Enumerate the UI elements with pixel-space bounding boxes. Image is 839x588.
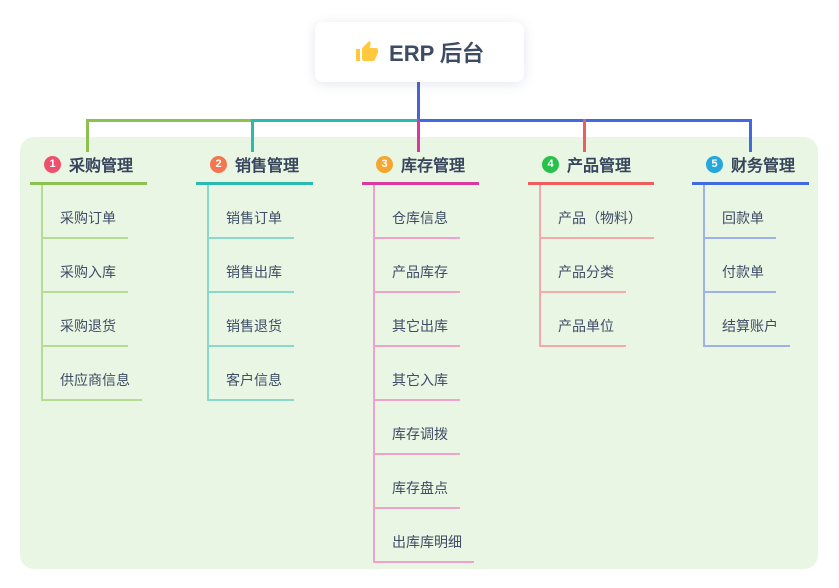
connector-line bbox=[417, 82, 420, 122]
child-node[interactable]: 产品库存 bbox=[375, 239, 460, 293]
child-node[interactable]: 销售订单 bbox=[209, 185, 294, 239]
branch-number-badge: 2 bbox=[210, 155, 227, 173]
thumbs-up-icon bbox=[355, 40, 379, 64]
root-node[interactable]: ERP 后台 bbox=[315, 22, 524, 82]
connector-line bbox=[252, 119, 419, 122]
branch-title: 采购管理 bbox=[69, 158, 134, 175]
branch-children: 产品（物料）产品分类产品单位 bbox=[539, 185, 654, 347]
branch-children: 仓库信息产品库存其它出库其它入库库存调拨库存盘点出库库明细 bbox=[373, 185, 474, 563]
connector-line bbox=[417, 119, 420, 152]
branch-采购管理: 1 采购管理采购订单采购入库采购退货供应商信息 bbox=[30, 150, 148, 401]
child-node[interactable]: 产品单位 bbox=[541, 293, 626, 347]
child-node[interactable]: 采购退货 bbox=[43, 293, 128, 347]
connector-line bbox=[86, 119, 254, 122]
child-node[interactable]: 其它出库 bbox=[375, 293, 460, 347]
child-node[interactable]: 其它入库 bbox=[375, 347, 460, 401]
branches-panel bbox=[20, 137, 818, 569]
branch-销售管理: 2 销售管理销售订单销售出库销售退货客户信息 bbox=[196, 150, 314, 401]
connector-line bbox=[251, 119, 254, 152]
branch-header-产品管理[interactable]: 4 产品管理 bbox=[528, 150, 654, 185]
child-node[interactable]: 库存盘点 bbox=[375, 455, 460, 509]
branch-title: 财务管理 bbox=[731, 158, 796, 175]
child-node[interactable]: 销售退货 bbox=[209, 293, 294, 347]
root-title: ERP 后台 bbox=[389, 41, 484, 66]
child-node[interactable]: 回款单 bbox=[705, 185, 776, 239]
branch-children: 采购订单采购入库采购退货供应商信息 bbox=[41, 185, 142, 401]
branch-title: 产品管理 bbox=[567, 158, 632, 175]
child-node[interactable]: 出库库明细 bbox=[375, 509, 474, 563]
child-node[interactable]: 采购订单 bbox=[43, 185, 128, 239]
connector-line bbox=[749, 119, 752, 152]
child-node[interactable]: 结算账户 bbox=[705, 293, 790, 347]
child-node[interactable]: 客户信息 bbox=[209, 347, 294, 401]
branch-number-badge: 1 bbox=[44, 155, 61, 173]
child-node[interactable]: 产品分类 bbox=[541, 239, 626, 293]
branch-children: 销售订单销售出库销售退货客户信息 bbox=[207, 185, 294, 401]
branch-number-badge: 3 bbox=[376, 155, 393, 173]
branch-header-销售管理[interactable]: 2 销售管理 bbox=[196, 150, 314, 185]
child-node[interactable]: 供应商信息 bbox=[43, 347, 142, 401]
connector-line bbox=[583, 119, 586, 152]
connector-line bbox=[86, 119, 89, 152]
child-node[interactable]: 库存调拨 bbox=[375, 401, 460, 455]
branch-number-badge: 5 bbox=[706, 155, 723, 173]
branch-number-badge: 4 bbox=[542, 155, 559, 173]
branch-title: 销售管理 bbox=[235, 158, 300, 175]
branch-header-采购管理[interactable]: 1 采购管理 bbox=[30, 150, 148, 185]
branch-产品管理: 4 产品管理产品（物料）产品分类产品单位 bbox=[528, 150, 654, 347]
child-node[interactable]: 产品（物料） bbox=[541, 185, 654, 239]
child-node[interactable]: 付款单 bbox=[705, 239, 776, 293]
branch-header-财务管理[interactable]: 5 财务管理 bbox=[692, 150, 810, 185]
branch-header-库存管理[interactable]: 3 库存管理 bbox=[362, 150, 480, 185]
child-node[interactable]: 仓库信息 bbox=[375, 185, 460, 239]
child-node[interactable]: 采购入库 bbox=[43, 239, 128, 293]
branch-财务管理: 5 财务管理回款单付款单结算账户 bbox=[692, 150, 810, 347]
branch-title: 库存管理 bbox=[401, 158, 466, 175]
child-node[interactable]: 销售出库 bbox=[209, 239, 294, 293]
branch-库存管理: 3 库存管理仓库信息产品库存其它出库其它入库库存调拨库存盘点出库库明细 bbox=[362, 150, 480, 563]
branch-children: 回款单付款单结算账户 bbox=[703, 185, 790, 347]
